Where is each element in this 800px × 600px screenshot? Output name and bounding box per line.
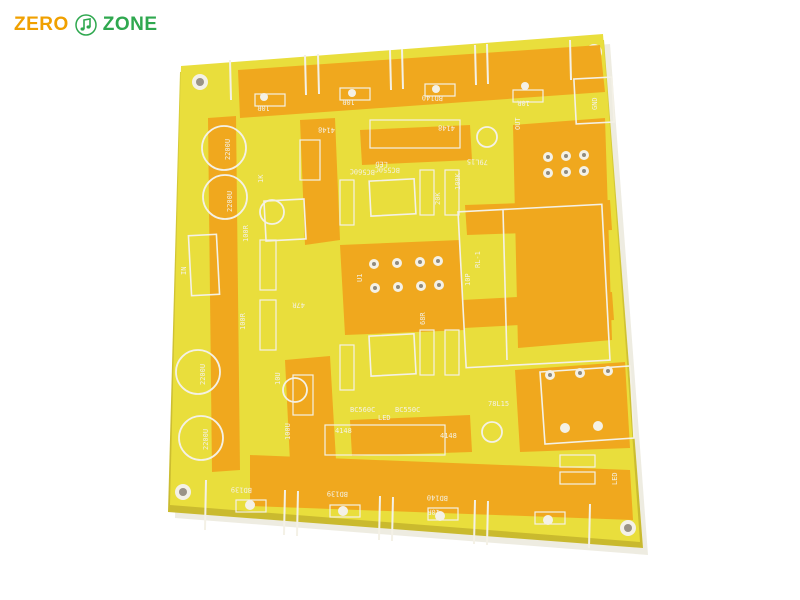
label-10r-a: 10R (256, 104, 270, 112)
connector-tabs (204, 39, 591, 549)
component-outlines (235, 83, 596, 525)
label-10r-c: 10R (426, 508, 440, 516)
label-bd139-bottom-mid: BD139 (327, 489, 348, 498)
label-out: OUT (514, 117, 522, 130)
label-10u: 10U (274, 372, 282, 385)
label-bc550c-b: BC550C (395, 406, 420, 414)
label-in: IN (180, 267, 188, 275)
label-rl1: RL-1 (474, 251, 482, 268)
label-100k: 100K (454, 172, 462, 190)
label-led-a: LED (375, 160, 388, 168)
label-47r: 47R (291, 301, 305, 309)
silkscreen-outlines (187, 76, 635, 445)
label-10r-d: 10R (516, 99, 530, 107)
via-holes (372, 153, 610, 377)
label-10r-b: 10R (341, 98, 355, 106)
brand-logo: ZERO ZONE (14, 14, 158, 36)
label-4148-c: 4148 (335, 427, 352, 435)
label-bd139-bottom-left: BD139 (231, 485, 252, 494)
label-u1: U1 (356, 274, 364, 282)
silkscreen-text: BD139 BD139 BD140 BD140 10R 10R 10R 10R … (180, 93, 619, 516)
label-bc550c-a: BC550C (375, 165, 401, 174)
label-2200u-c: 2200U (199, 364, 207, 385)
label-gnd: GND (591, 97, 599, 110)
label-2200u-a: 2200U (224, 139, 232, 160)
brand-word-zero: ZERO (14, 14, 69, 35)
label-bd140-top-right: BD140 (422, 93, 443, 102)
label-100u: 100U (284, 423, 292, 440)
label-bc560c-a: BC560C (350, 167, 376, 176)
label-4148-a: 4148 (318, 125, 335, 134)
brand-word-zone: ZONE (102, 14, 158, 35)
label-100r-a: 100R (242, 224, 250, 242)
label-79l15: 79L15 (467, 157, 488, 166)
label-bc560c-b: BC560C (350, 406, 375, 414)
label-68r: 68R (419, 312, 427, 325)
label-2200u-d: 2200U (202, 429, 210, 450)
label-4148-b: 4148 (438, 123, 455, 132)
label-led-b: LED (378, 414, 391, 422)
capacitor-footprints (175, 125, 503, 461)
label-4148-d: 4148 (440, 432, 457, 440)
label-2200u-b: 2200U (226, 191, 234, 212)
label-100r-b: 100R (239, 312, 247, 330)
music-note-icon (75, 14, 97, 36)
label-20k: 20K (434, 192, 442, 205)
label-78l15: 78L15 (488, 400, 509, 408)
label-10p: 10P (464, 273, 472, 286)
label-bd140-bottom-right: BD140 (427, 493, 448, 502)
label-led-right: LED (611, 472, 619, 485)
label-1k: 1K (257, 174, 265, 183)
